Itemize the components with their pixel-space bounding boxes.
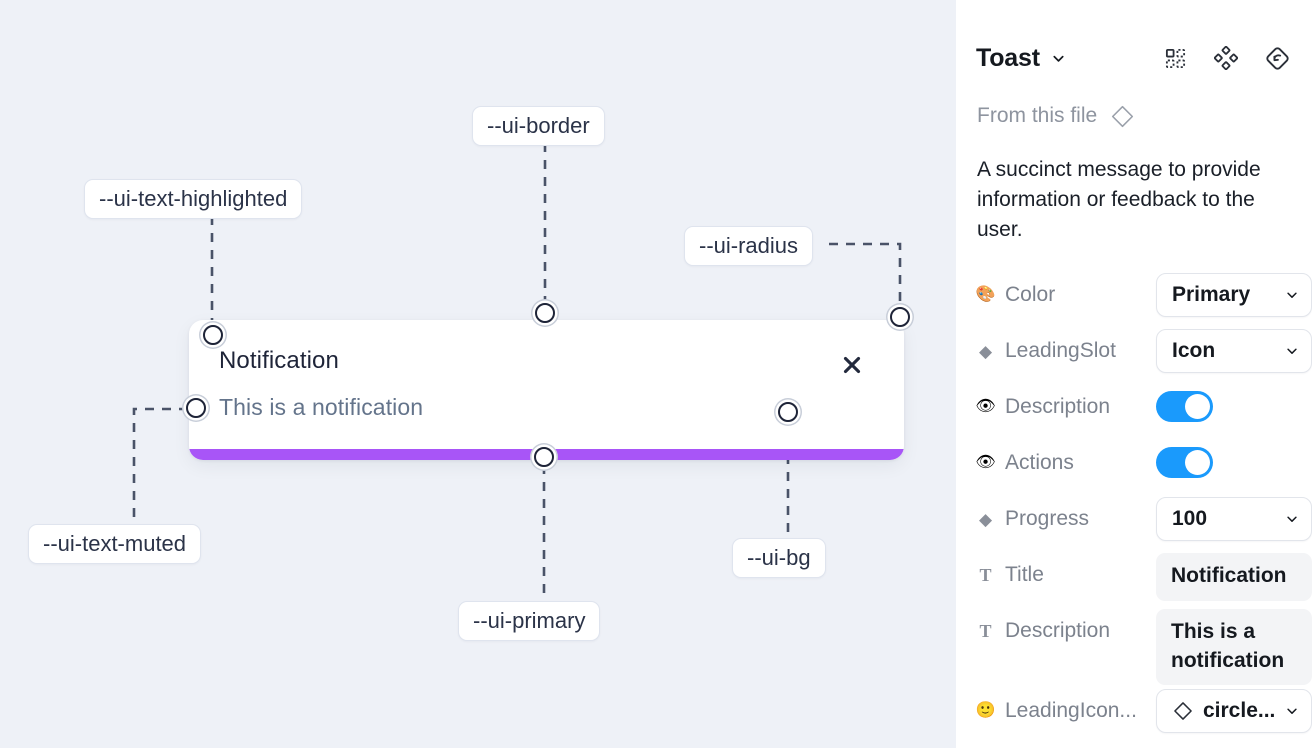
- property-row-description-text: T Description This is a notification: [972, 605, 1312, 686]
- anchor-handle-text-muted[interactable]: [186, 398, 206, 418]
- chevron-down-icon[interactable]: [1051, 51, 1066, 66]
- progress-select[interactable]: 100: [1156, 497, 1312, 542]
- properties-panel: Toast: [956, 0, 1312, 748]
- property-row-leadingicon: 🙂 LeadingIcon... circle...: [972, 685, 1312, 741]
- property-label: LeadingIcon...: [1005, 699, 1137, 723]
- property-row-progress: ◆ Progress 100: [972, 493, 1312, 549]
- diamond-filled-icon: ◆: [978, 509, 993, 529]
- component-grid-icon[interactable]: [1164, 47, 1187, 70]
- token-pill-ui-primary[interactable]: --ui-primary: [458, 601, 601, 642]
- text-type-icon: T: [979, 621, 992, 642]
- select-value: Icon: [1172, 339, 1216, 363]
- property-control: [1156, 437, 1292, 479]
- property-label-group: ◆ Progress: [976, 493, 1156, 531]
- anchor-handle-text-highlighted[interactable]: [203, 325, 223, 345]
- property-label: Title: [1005, 563, 1044, 587]
- property-label: Color: [1005, 283, 1056, 307]
- leadingslot-select[interactable]: Icon: [1156, 329, 1312, 374]
- token-pill-ui-bg[interactable]: --ui-bg: [732, 538, 826, 579]
- property-label-group: 👁 Description: [975, 381, 1156, 419]
- variant-diamond-cluster-icon[interactable]: [1214, 46, 1238, 70]
- properties-list: 🎨 Color Primary ◆ LeadingSlot: [972, 269, 1312, 741]
- property-row-description-toggle: 👁 Description: [972, 381, 1296, 437]
- description-toggle[interactable]: [1156, 391, 1213, 423]
- smiley-icon: 🙂: [975, 702, 996, 720]
- property-row-color: 🎨 Color Primary: [972, 269, 1312, 325]
- select-value: 100: [1172, 507, 1208, 531]
- property-control: Icon: [1156, 325, 1312, 374]
- eye-icon: 👁: [975, 454, 996, 472]
- property-control: [1156, 381, 1292, 423]
- leadingicon-select[interactable]: circle...: [1156, 689, 1312, 734]
- property-control: Primary: [1156, 269, 1312, 318]
- reset-instance-icon[interactable]: [1265, 46, 1290, 71]
- property-label-group: T Description: [976, 605, 1156, 643]
- property-label: Description: [1005, 395, 1111, 419]
- diamond-filled-icon: ◆: [978, 341, 993, 361]
- toast-title: Notification: [219, 347, 339, 374]
- header-actions: [1164, 46, 1292, 71]
- property-label-group: ◆ LeadingSlot: [976, 325, 1156, 363]
- palette-icon: 🎨: [975, 286, 996, 304]
- property-label: Actions: [1005, 451, 1074, 475]
- actions-toggle[interactable]: [1156, 447, 1213, 479]
- text-type-icon: T: [979, 565, 992, 586]
- component-description: A succinct message to provide informatio…: [977, 158, 1261, 241]
- property-label: Description: [1005, 619, 1111, 643]
- panel-header: Toast: [972, 26, 1296, 90]
- select-value: circle...: [1203, 699, 1276, 723]
- color-select[interactable]: Primary: [1156, 273, 1312, 318]
- page-title: Toast: [976, 43, 1040, 72]
- property-label: Progress: [1005, 507, 1090, 531]
- property-row-actions-toggle: 👁 Actions: [972, 437, 1296, 493]
- source-row: From this file: [972, 103, 1296, 129]
- property-control: 100: [1156, 493, 1312, 542]
- description-input[interactable]: This is a notification: [1156, 609, 1312, 686]
- title-input[interactable]: Notification: [1156, 553, 1312, 601]
- token-pill-ui-radius[interactable]: --ui-radius: [684, 226, 814, 267]
- token-pill-ui-text-muted[interactable]: --ui-text-muted: [28, 524, 202, 565]
- chevron-down-icon: [1278, 288, 1299, 302]
- select-value: Primary: [1172, 283, 1251, 307]
- anchor-handle-primary[interactable]: [534, 447, 554, 467]
- property-label-group: 👁 Actions: [975, 437, 1156, 475]
- source-label: From this file: [977, 104, 1098, 127]
- property-label-group: 🎨 Color: [976, 269, 1156, 307]
- property-control: circle...: [1156, 685, 1312, 734]
- anchor-handle-border[interactable]: [535, 303, 555, 323]
- diamond-outline-icon[interactable]: [1110, 104, 1135, 129]
- eye-icon: 👁: [975, 398, 996, 416]
- chevron-down-icon: [1278, 704, 1299, 718]
- property-row-title: T Title Notification: [972, 549, 1312, 605]
- toast-description: This is a notification: [219, 394, 424, 420]
- close-x-icon[interactable]: [839, 352, 865, 378]
- property-label-group: T Title: [976, 549, 1156, 587]
- diamond-outline-icon: [1172, 700, 1194, 722]
- property-control: Notification: [1156, 549, 1312, 601]
- anchor-handle-bg[interactable]: [778, 402, 798, 422]
- property-control: This is a notification: [1156, 605, 1312, 686]
- chevron-down-icon: [1278, 344, 1299, 358]
- token-pill-ui-border[interactable]: --ui-border: [472, 106, 605, 147]
- anchor-handle-radius[interactable]: [890, 307, 910, 327]
- property-row-leadingslot: ◆ LeadingSlot Icon: [972, 325, 1312, 381]
- design-canvas[interactable]: Notification This is a notification --ui…: [0, 0, 956, 748]
- property-label-group: 🙂 LeadingIcon...: [976, 685, 1156, 723]
- toast-preview-card[interactable]: Notification This is a notification: [189, 320, 904, 460]
- property-label: LeadingSlot: [1005, 339, 1116, 363]
- chevron-down-icon: [1278, 512, 1299, 526]
- token-pill-ui-text-highlighted[interactable]: --ui-text-highlighted: [84, 179, 303, 220]
